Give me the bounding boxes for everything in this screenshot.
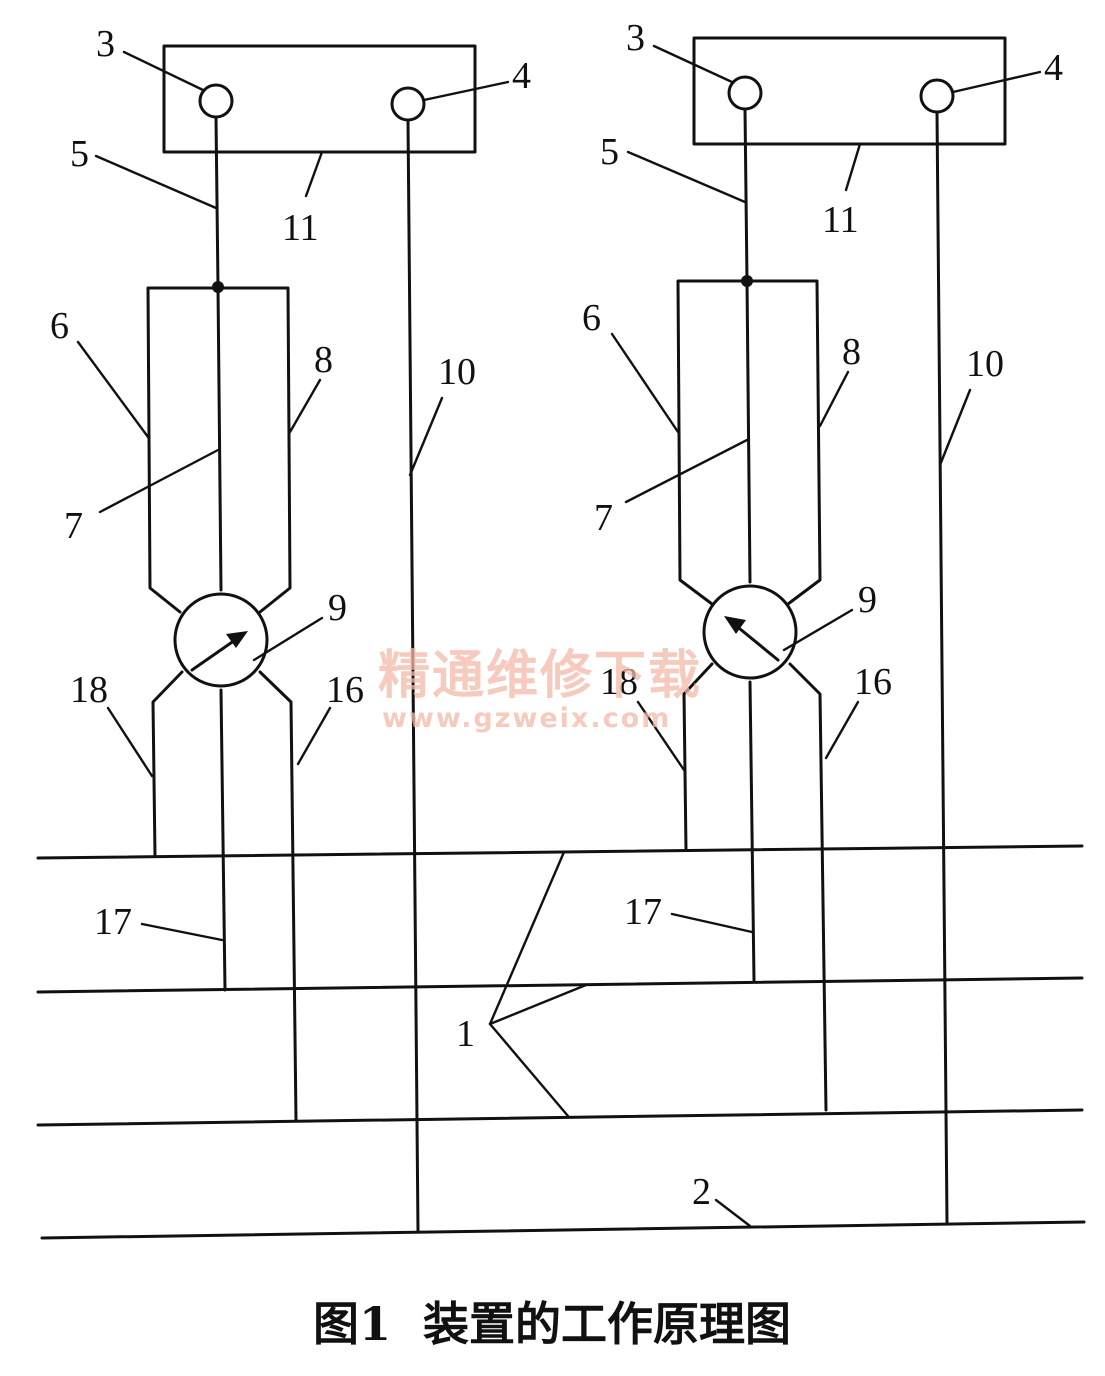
right-wire-6 bbox=[676, 279, 749, 606]
right-label-11: 11 bbox=[822, 199, 859, 241]
bus-line-bottom bbox=[40, 1220, 1086, 1240]
left-terminal-box bbox=[162, 44, 477, 154]
right-lead-4 bbox=[951, 70, 1042, 94]
right-wire-18 bbox=[682, 662, 714, 852]
left-lead-9 bbox=[252, 616, 324, 662]
left-label-11: 11 bbox=[282, 207, 319, 249]
left-wire-8 bbox=[216, 286, 292, 614]
left-wire-7 bbox=[216, 285, 223, 592]
left-lead-17 bbox=[140, 922, 224, 942]
left-wire-6 bbox=[146, 286, 220, 614]
figure-caption: 图1 装置的工作原理图 bbox=[313, 1297, 791, 1351]
right-lead-16 bbox=[824, 700, 860, 760]
left-lead-5 bbox=[94, 154, 218, 210]
right-label-4: 4 bbox=[1044, 47, 1063, 89]
left-terminal-4-circle bbox=[390, 86, 426, 122]
left-label-9: 9 bbox=[328, 587, 347, 629]
right-lead-10 bbox=[938, 388, 972, 467]
right-lead-11 bbox=[844, 142, 862, 192]
bus-line-third bbox=[36, 1108, 1084, 1127]
left-lead-10 bbox=[408, 396, 444, 477]
right-meter-needle bbox=[732, 622, 780, 662]
left-lead-16 bbox=[296, 706, 332, 766]
left-label-8: 8 bbox=[314, 339, 333, 381]
right-label-18: 18 bbox=[600, 661, 638, 703]
watermark-url: www.gzweix.com bbox=[382, 703, 671, 734]
right-wire-5 bbox=[743, 107, 749, 283]
right-wire-17 bbox=[748, 680, 756, 982]
right-terminal-4-circle bbox=[919, 78, 955, 114]
left-label-4: 4 bbox=[512, 55, 531, 97]
right-lead-6 bbox=[610, 332, 680, 434]
left-label-18: 18 bbox=[70, 669, 108, 711]
bus-line-second bbox=[36, 976, 1084, 994]
left-meter-arrow-icon bbox=[226, 631, 248, 648]
left-wire-16 bbox=[258, 670, 298, 1122]
label-2: 2 bbox=[692, 1171, 711, 1213]
right-lead-5 bbox=[626, 150, 747, 204]
right-lead-3 bbox=[652, 44, 734, 84]
watermark: 精通维修下载 www.gzweix.com bbox=[378, 646, 702, 734]
left-label-7: 7 bbox=[64, 505, 83, 547]
right-unit: 3 4 5 11 6 8 10 7 9 18 16 17 bbox=[582, 17, 1063, 1224]
left-wire-10 bbox=[406, 118, 420, 1234]
right-label-5: 5 bbox=[600, 131, 619, 173]
left-meter-needle bbox=[190, 636, 240, 672]
right-meter-arrow-icon bbox=[724, 616, 746, 634]
left-label-10: 10 bbox=[438, 351, 476, 393]
left-lead-6 bbox=[76, 340, 150, 439]
right-label-3: 3 bbox=[626, 17, 645, 59]
right-label-9: 9 bbox=[858, 579, 877, 621]
lead-1-to-top-bus bbox=[488, 850, 566, 1026]
left-wire-17 bbox=[219, 688, 227, 992]
left-meter-9 bbox=[173, 592, 269, 688]
right-lead-8 bbox=[818, 370, 850, 428]
right-label-7: 7 bbox=[594, 497, 613, 539]
left-lead-7 bbox=[98, 448, 220, 514]
right-lead-7 bbox=[624, 438, 749, 504]
left-lead-3 bbox=[122, 50, 205, 92]
right-terminal-box bbox=[692, 36, 1007, 146]
left-label-6: 6 bbox=[50, 305, 69, 347]
right-lead-9 bbox=[782, 608, 854, 652]
lead-1-to-second-bus bbox=[488, 983, 588, 1026]
lead-1-to-third-bus bbox=[488, 1022, 570, 1118]
right-wire-10 bbox=[935, 110, 949, 1224]
left-label-3: 3 bbox=[96, 23, 115, 65]
bus-line-top bbox=[36, 844, 1084, 860]
right-wire-8 bbox=[745, 279, 822, 606]
left-wire-5 bbox=[214, 115, 220, 289]
right-wire-16 bbox=[788, 662, 828, 1112]
left-terminal-3-circle bbox=[198, 83, 234, 119]
left-label-5: 5 bbox=[70, 133, 89, 175]
right-label-10: 10 bbox=[966, 343, 1004, 385]
left-unit: 3 4 5 11 6 8 10 7 9 18 16 17 bbox=[50, 23, 531, 1234]
right-label-16: 16 bbox=[854, 661, 892, 703]
left-lead-11 bbox=[304, 150, 324, 198]
right-lead-17 bbox=[670, 912, 754, 934]
watermark-text: 精通维修下载 bbox=[378, 646, 702, 706]
lead-2 bbox=[714, 1198, 752, 1228]
right-label-8: 8 bbox=[842, 331, 861, 373]
shared-labels: 1 2 bbox=[456, 850, 752, 1228]
left-lead-4 bbox=[422, 80, 510, 102]
left-label-17: 17 bbox=[94, 901, 132, 943]
right-terminal-3-circle bbox=[727, 75, 763, 111]
left-wire-18 bbox=[151, 670, 184, 858]
right-label-17: 17 bbox=[624, 891, 662, 933]
right-label-6: 6 bbox=[582, 297, 601, 339]
label-1: 1 bbox=[456, 1013, 475, 1055]
right-lead-18 bbox=[636, 700, 686, 772]
right-meter-9 bbox=[702, 584, 798, 680]
left-label-16: 16 bbox=[326, 669, 364, 711]
right-wire-7 bbox=[745, 279, 752, 584]
left-lead-8 bbox=[288, 378, 322, 434]
left-lead-18 bbox=[106, 706, 154, 778]
bus-lines bbox=[36, 844, 1086, 1240]
